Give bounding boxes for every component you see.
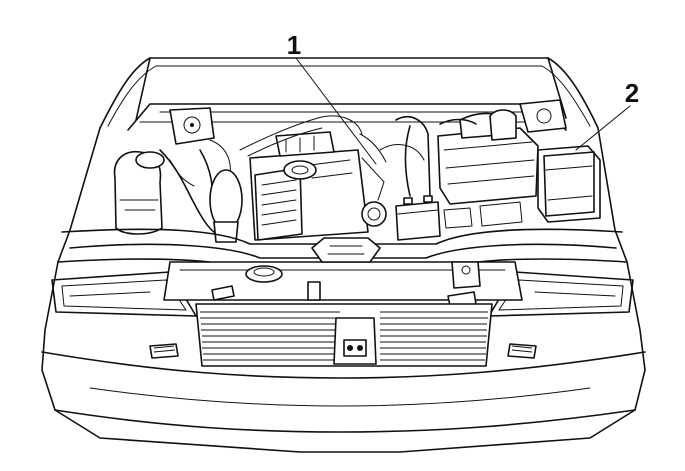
body-outline	[41, 127, 646, 453]
callout-1-label: 1	[287, 30, 301, 60]
right-strut-mount	[519, 99, 567, 133]
engine-block	[249, 131, 387, 241]
radiator-cap	[245, 265, 283, 283]
callout-2: 2	[575, 78, 639, 151]
open-hood	[99, 57, 599, 129]
callout-2-label: 2	[625, 78, 639, 108]
throttle-ducting	[379, 116, 431, 197]
left-headlight	[51, 271, 197, 317]
battery	[395, 195, 441, 241]
air-filter-housing	[437, 112, 539, 205]
hood-latch	[311, 237, 381, 263]
fuse-relay-box	[537, 145, 601, 223]
coolant-bottle	[451, 261, 481, 289]
engine-wiring	[239, 115, 387, 163]
intake-hose	[439, 118, 523, 229]
support-brackets	[211, 281, 477, 307]
radiator	[195, 303, 493, 367]
brake-reservoir	[489, 109, 517, 141]
left-strut-mount	[169, 107, 215, 145]
washer-reservoir	[113, 151, 165, 235]
front-bumper	[41, 343, 646, 433]
brake-booster	[209, 169, 243, 243]
callout-1: 1	[287, 30, 377, 165]
